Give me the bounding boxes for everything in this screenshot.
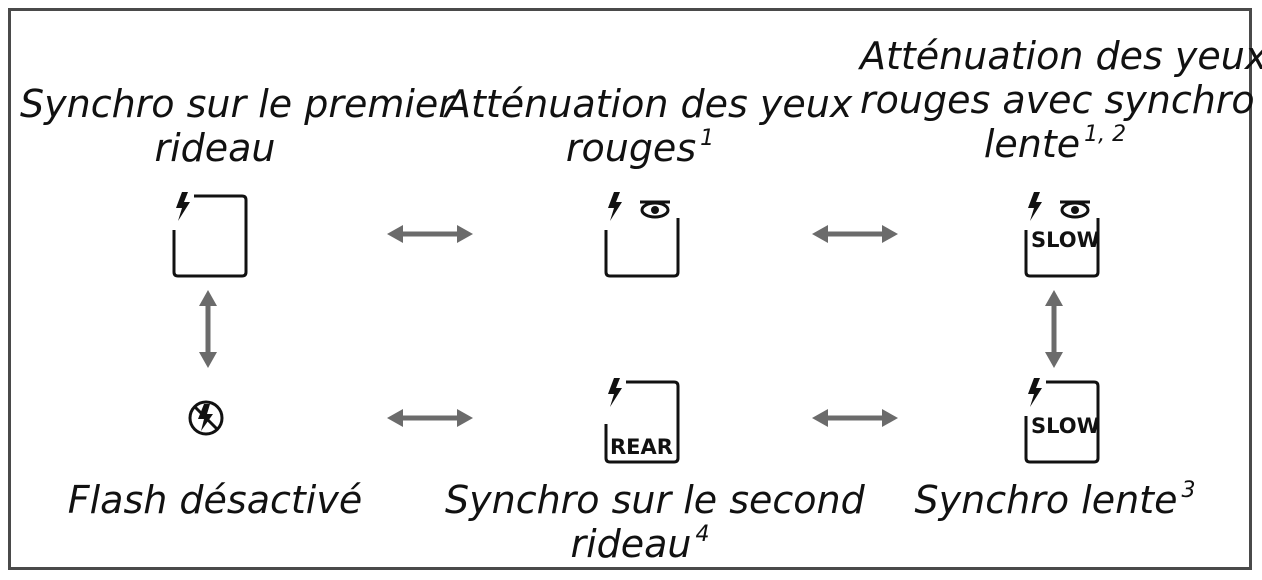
label-line: Atténuation des yeux — [860, 34, 1262, 78]
label-line: rouges avec synchro — [860, 78, 1255, 122]
footnote-mark: 1, 2 — [1084, 122, 1127, 147]
label-red-eye-slow-sync: Atténuation des yeux rouges avec synchro… — [860, 34, 1262, 166]
label-line: rideau — [154, 126, 276, 170]
double-arrow-horizontal-icon — [812, 409, 898, 427]
red-eye-flash-icon — [604, 192, 680, 278]
eye-icon — [1060, 200, 1090, 219]
label-text: lente — [983, 122, 1081, 166]
eye-icon — [640, 200, 670, 219]
rear-curtain-flash-icon: REAR — [604, 378, 680, 464]
label-line: Synchro sur le second — [445, 478, 865, 522]
slow-sync-flash-icon: SLOW — [1024, 378, 1100, 464]
footnote-mark: 1 — [700, 126, 715, 151]
front-curtain-flash-icon — [172, 192, 248, 278]
label-line: Atténuation des yeux — [445, 82, 853, 126]
label-line: Flash désactivé — [67, 478, 363, 522]
label-front-curtain-sync: Synchro sur le premier rideau — [20, 82, 454, 170]
slow-text: SLOW — [1031, 414, 1100, 438]
diagram-frame — [8, 8, 1252, 570]
label-flash-off: Flash désactivé — [20, 478, 410, 522]
double-arrow-vertical-icon — [1045, 290, 1063, 368]
label-text: Synchro lente — [914, 478, 1178, 522]
double-arrow-horizontal-icon — [812, 225, 898, 243]
slow-text: SLOW — [1031, 228, 1100, 252]
double-arrow-vertical-icon — [199, 290, 217, 368]
double-arrow-horizontal-icon — [387, 409, 473, 427]
footnote-mark: 3 — [1181, 478, 1196, 503]
footnote-mark: 4 — [695, 522, 710, 547]
label-line: Synchro sur le premier — [20, 82, 454, 126]
flash-off-icon — [188, 400, 224, 436]
double-arrow-horizontal-icon — [387, 225, 473, 243]
red-eye-slow-flash-icon: SLOW — [1024, 192, 1100, 278]
rear-text: REAR — [610, 435, 673, 459]
label-text: rideau — [570, 522, 692, 566]
label-text: rouges — [565, 126, 697, 170]
